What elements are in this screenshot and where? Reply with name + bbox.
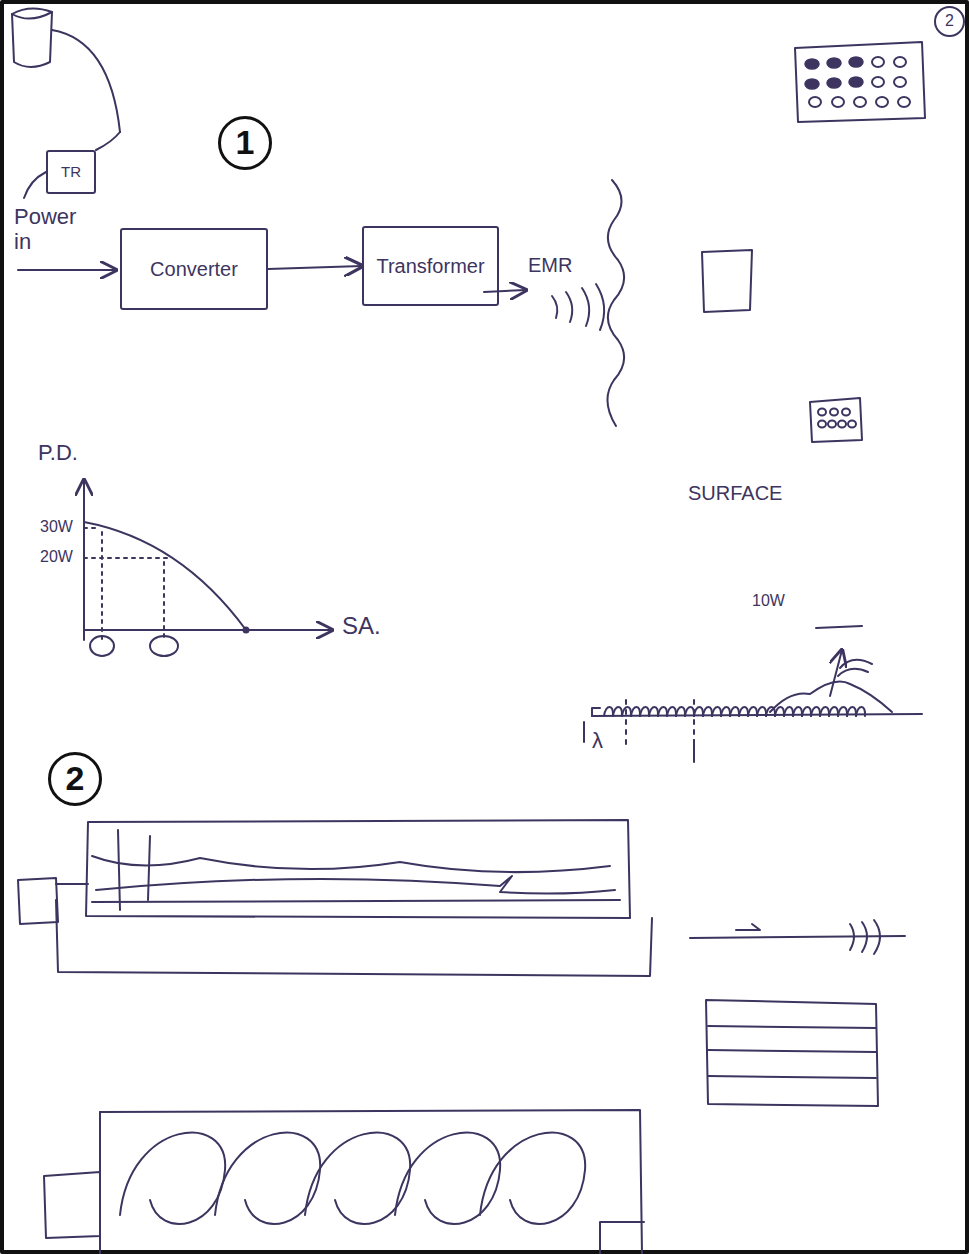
axis-value: 30W — [40, 518, 73, 536]
power-density-graph — [84, 480, 332, 656]
coil-loop — [775, 707, 784, 716]
coil-loop — [829, 707, 838, 716]
coil-loop — [694, 707, 703, 716]
loop-assembly — [44, 1110, 644, 1254]
coil-loop — [838, 707, 847, 716]
large-loop — [480, 1133, 585, 1224]
coil-loop — [847, 707, 856, 716]
tube-assembly — [18, 820, 652, 976]
coil-loop — [784, 707, 793, 716]
coil-loop — [703, 707, 712, 716]
coil-loop — [811, 707, 820, 716]
coil-loop — [676, 707, 685, 716]
coil-loop — [604, 707, 613, 716]
coil-loop — [649, 707, 658, 716]
wire — [52, 30, 120, 132]
large-loop — [305, 1133, 410, 1224]
cell-panel — [795, 42, 925, 122]
beam-arrow — [690, 920, 905, 954]
page-number: 2 — [934, 6, 965, 37]
input-arrow — [18, 269, 116, 271]
connector-arrow — [268, 266, 362, 269]
surface-line — [607, 180, 624, 426]
large-loop — [120, 1133, 225, 1224]
wave-arcs — [552, 284, 604, 330]
coil-loop — [613, 707, 622, 716]
coil-loop — [622, 707, 631, 716]
coil-loop — [730, 707, 739, 716]
signal-label: EMR — [528, 254, 572, 277]
node-text: 2 — [945, 12, 954, 30]
coil-loop — [667, 707, 676, 716]
large-loop — [395, 1133, 500, 1224]
process-box: Converter — [120, 228, 268, 310]
callout-number: 1 — [218, 116, 272, 170]
coil-loop — [793, 707, 802, 716]
canister-sketch — [12, 8, 52, 67]
large-loop — [215, 1133, 320, 1224]
node-text: 1 — [236, 123, 255, 162]
lined-plate — [706, 1000, 878, 1106]
node-text: Transformer — [376, 255, 484, 278]
node-text: TR — [61, 163, 81, 180]
coil-loop — [856, 707, 865, 716]
region-label: SURFACE — [688, 482, 782, 505]
target-square — [702, 250, 752, 312]
coil-loop — [757, 707, 766, 716]
coil-sketch — [584, 626, 922, 762]
callout-number: 2 — [48, 752, 102, 806]
wavelength-symbol: λ — [592, 728, 603, 753]
node-text: Converter — [150, 258, 238, 281]
process-box: Transformer — [362, 226, 499, 306]
wire — [24, 172, 46, 198]
coil-loop — [712, 707, 721, 716]
node-text: 2 — [66, 759, 85, 798]
emr-arrow — [484, 290, 526, 292]
coil-loop — [685, 707, 694, 716]
input-label: Power in — [14, 204, 94, 255]
coil-loop — [802, 707, 811, 716]
coil-loop — [748, 707, 757, 716]
power-note: 10W — [752, 592, 785, 610]
coil-loop — [820, 707, 829, 716]
wire — [96, 132, 120, 150]
axis-label: SA. — [342, 612, 381, 640]
axis-value: 20W — [40, 548, 73, 566]
transformer-box: TR — [46, 150, 96, 194]
coil-loop — [766, 707, 775, 716]
coil-loop — [739, 707, 748, 716]
coil-loop — [721, 707, 730, 716]
coil-loop — [631, 707, 640, 716]
small-cell-panel — [810, 398, 862, 442]
coil-loop — [640, 707, 649, 716]
axis-label: P.D. — [38, 440, 78, 465]
coil-loop — [658, 707, 667, 716]
